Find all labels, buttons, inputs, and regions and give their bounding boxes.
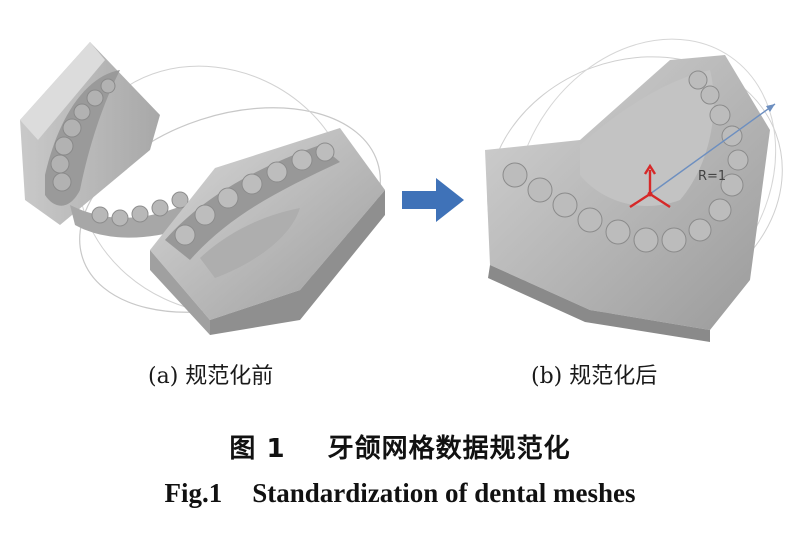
coordinate-axis-marker: [629, 163, 671, 209]
figure-number-english: Fig.1: [164, 478, 223, 508]
subfigure-b-label: (b) 规范化后: [531, 364, 658, 389]
figure-area: R=1: [20, 38, 783, 342]
radius-label: R=1: [698, 169, 726, 184]
dental-mesh-after-image: R=1: [485, 38, 783, 342]
figure-caption-chinese: 图 1 牙颌网格数据规范化: [0, 428, 800, 465]
dental-mesh-before-image: [20, 42, 385, 335]
figure-caption-english: Fig.1 Standardization of dental meshes: [0, 478, 800, 509]
subfigure-a-label: (a) 规范化前: [148, 364, 274, 389]
figure-title-english: Standardization of dental meshes: [252, 478, 636, 508]
figure-number-chinese: 图 1: [229, 434, 286, 464]
right-arrow-icon: [402, 178, 464, 222]
figure-title-chinese: 牙颌网格数据规范化: [327, 434, 571, 464]
